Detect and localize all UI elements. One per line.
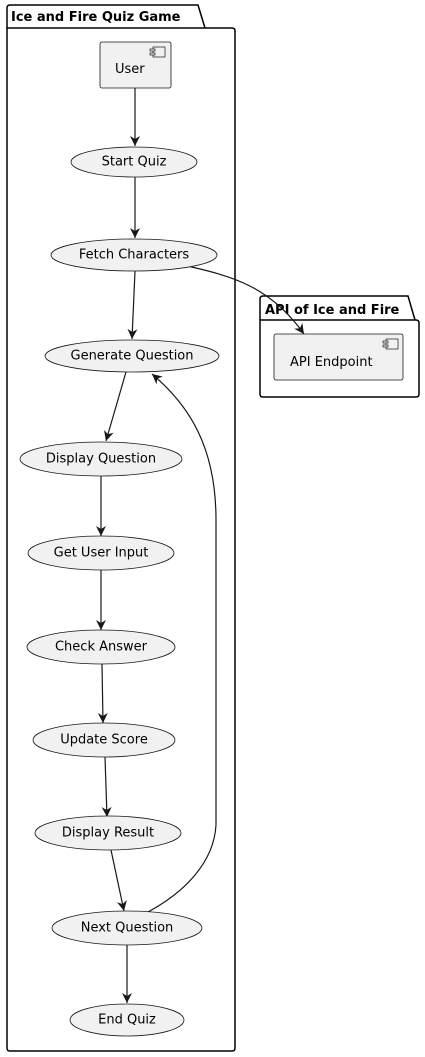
usecase-display-result-label: Display Result: [62, 826, 154, 841]
edges: [96, 88, 305, 1003]
package-api-title: API of Ice and Fire: [265, 303, 400, 318]
package-quiz-game-tab: [6, 4, 206, 29]
package-quiz-game: Ice and Fire Quiz Game: [6, 4, 236, 1052]
edge-fetch-characters-to-generate-question: [127, 270, 138, 340]
package-api: API of Ice and Fire: [259, 295, 420, 398]
usecase-check-answer-label: Check Answer: [55, 640, 148, 655]
usecase-generate-question: Generate Question: [44, 339, 220, 373]
package-quiz-game-body: [6, 27, 236, 1052]
component-user-label: User: [115, 62, 145, 77]
package-quiz-game-title: Ice and Fire Quiz Game: [11, 10, 181, 25]
usecase-display-question-shape: [19, 441, 183, 477]
usecase-update-score: Update Score: [32, 722, 176, 758]
edge-generate-question-to-display-question: [103, 371, 127, 442]
edge-next-question-to-generate-question: [147, 373, 217, 913]
usecase-display-result-shape: [34, 815, 182, 851]
usecase-get-user-input-shape: [27, 535, 175, 571]
edge-display-result-to-next-question: [110, 849, 127, 912]
usecase-update-score-label: Update Score: [60, 733, 148, 748]
package-api-body: [259, 319, 420, 398]
usecase-update-score-shape: [32, 722, 176, 758]
usecase-next-question: Next Question: [51, 910, 203, 946]
usecase-check-answer-shape: [26, 629, 176, 665]
component-icon: [382, 338, 399, 350]
usecase-next-question-label: Next Question: [81, 921, 174, 936]
usecase-start-quiz-shape: [70, 146, 198, 178]
component-api-endpoint-label: API Endpoint: [290, 355, 373, 370]
package-api-tab: [259, 295, 416, 321]
usecase-get-user-input: Get User Input: [27, 535, 175, 571]
usecase-generate-question-shape: [44, 339, 220, 373]
usecase-next-question-shape: [51, 910, 203, 946]
usecase-display-result: Display Result: [34, 815, 182, 851]
usecase-generate-question-label: Generate Question: [71, 349, 194, 364]
component-api-endpoint-box: [273, 333, 404, 381]
usecase-get-user-input-label: Get User Input: [54, 546, 149, 561]
usecase-display-question: Display Question: [19, 441, 183, 477]
edge-check-answer-to-update-score: [97, 663, 108, 724]
usecase-check-answer: Check Answer: [26, 629, 176, 665]
usecase-fetch-characters: Fetch Characters: [50, 238, 218, 272]
component-icon: [149, 46, 166, 58]
component-api-endpoint: API Endpoint: [273, 333, 404, 381]
usecase-fetch-characters-shape: [50, 238, 218, 272]
usecase-start-quiz: Start Quiz: [70, 146, 198, 178]
usecase-start-quiz-label: Start Quiz: [102, 155, 167, 170]
edge-update-score-to-display-result: [101, 756, 112, 818]
usecase-end-quiz-label: End Quiz: [98, 1013, 156, 1028]
usecase-end-quiz: End Quiz: [69, 1003, 185, 1037]
edge-fetch-characters-to-api-endpoint: [182, 264, 305, 335]
usecase-end-quiz-shape: [69, 1003, 185, 1037]
usecase-fetch-characters-label: Fetch Characters: [79, 248, 190, 263]
usecase-display-question-label: Display Question: [46, 452, 156, 467]
component-user: User: [99, 41, 172, 89]
